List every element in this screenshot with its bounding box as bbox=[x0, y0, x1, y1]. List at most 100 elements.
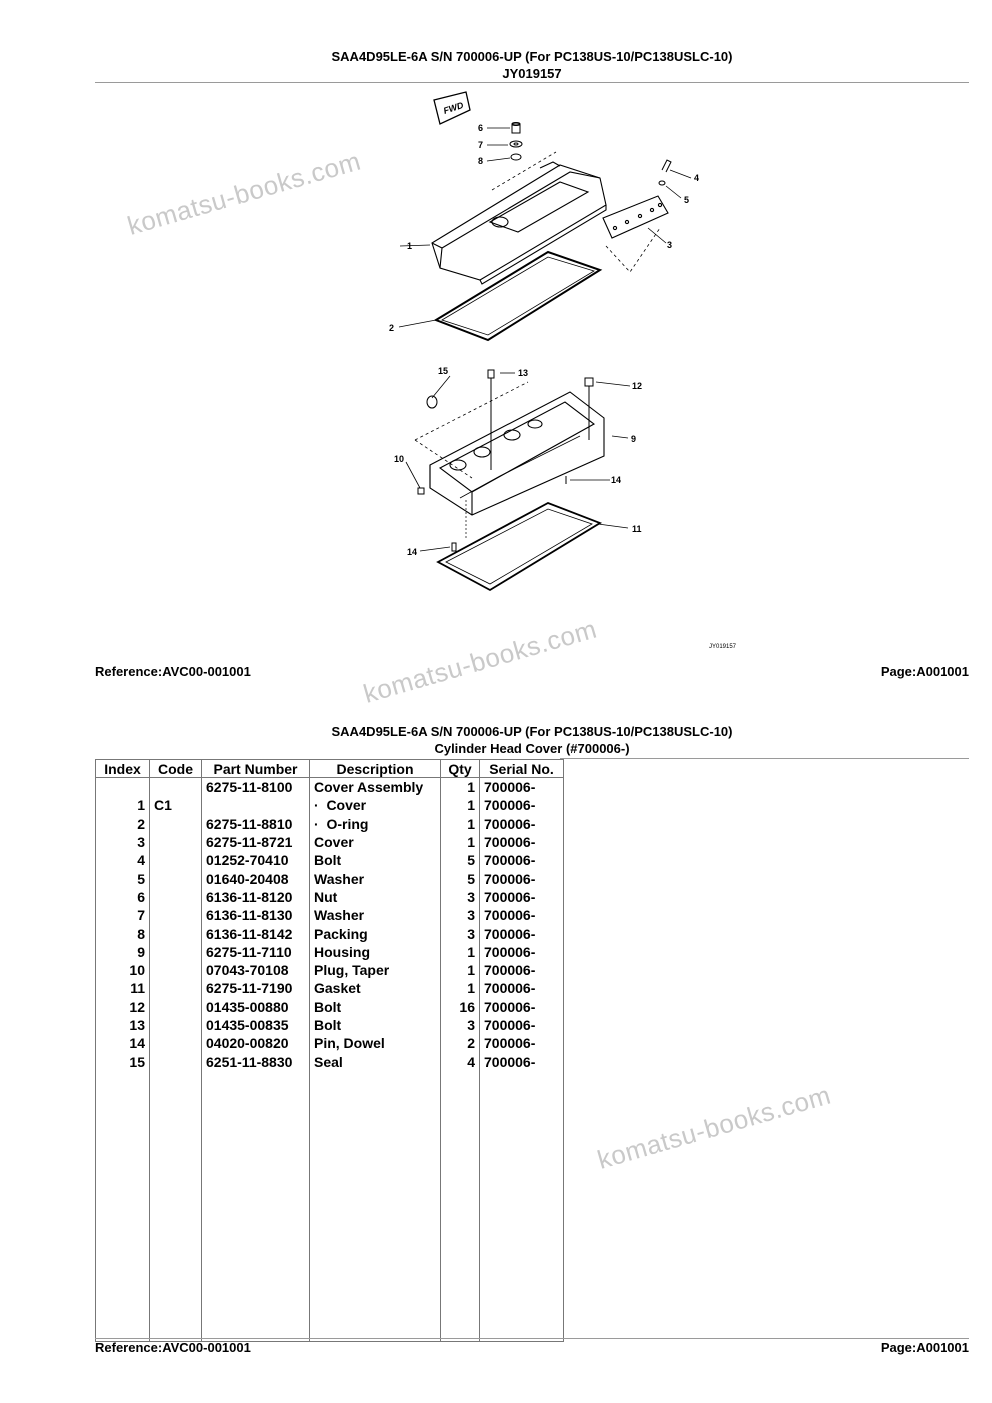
parts-table: Index Code Part Number Description Qty S… bbox=[95, 759, 564, 1342]
cell-serial: 700006- bbox=[479, 832, 564, 852]
cell-part: 6136-11-8130 bbox=[201, 906, 310, 925]
cell-part: 6275-11-8810 bbox=[201, 814, 310, 833]
callout-8: 8 bbox=[478, 156, 483, 166]
cell-index: 4 bbox=[95, 851, 150, 870]
cell-index: 13 bbox=[95, 1015, 150, 1035]
page1-title: SAA4D95LE-6A S/N 700006-UP (For PC138US-… bbox=[331, 49, 733, 64]
cell-serial: 700006- bbox=[479, 960, 564, 980]
cell-qty: 3 bbox=[440, 887, 480, 907]
cell-desc: Gasket bbox=[309, 979, 441, 998]
cell-code bbox=[149, 997, 202, 1016]
cell-qty: 3 bbox=[440, 924, 480, 943]
cell-part bbox=[201, 796, 310, 815]
cell-part: 07043-70108 bbox=[201, 960, 310, 980]
callout-7: 7 bbox=[478, 140, 483, 150]
cell-index: 6 bbox=[95, 887, 150, 907]
cell-part: 6136-11-8120 bbox=[201, 887, 310, 907]
cell-qty: 5 bbox=[440, 851, 480, 870]
table-header-rule bbox=[560, 758, 969, 759]
table-filler-row bbox=[95, 1070, 564, 1342]
cell-part: 01640-20408 bbox=[201, 869, 310, 888]
callout-13: 13 bbox=[518, 368, 528, 378]
callout-5: 5 bbox=[684, 195, 689, 205]
cell-code bbox=[149, 1034, 202, 1053]
cell-desc: Pin, Dowel bbox=[309, 1034, 441, 1053]
cell-index: 9 bbox=[95, 942, 150, 961]
cell-qty: 3 bbox=[440, 1015, 480, 1035]
cell-serial: 700006- bbox=[479, 997, 564, 1016]
header-rule bbox=[95, 82, 969, 83]
cell-desc: · Cover bbox=[309, 796, 441, 815]
cell-code bbox=[149, 887, 202, 907]
cylinder-head-cover bbox=[431, 151, 607, 285]
header-part-number: Part Number bbox=[201, 759, 310, 778]
cell-qty: 16 bbox=[440, 997, 480, 1016]
cell-part: 04020-00820 bbox=[201, 1034, 310, 1053]
cell-qty: 1 bbox=[440, 777, 480, 797]
callout-4: 4 bbox=[694, 173, 699, 183]
cell-desc: Bolt bbox=[309, 997, 441, 1016]
cell-serial: 700006- bbox=[479, 1052, 564, 1071]
cell-desc: Washer bbox=[309, 906, 441, 925]
cell-index: 1 bbox=[95, 796, 150, 815]
cell-desc: Cover bbox=[309, 832, 441, 852]
cell-code: C1 bbox=[149, 796, 202, 815]
callout-11: 11 bbox=[632, 524, 642, 534]
cell-desc: Bolt bbox=[309, 1015, 441, 1035]
cell-desc: Plug, Taper bbox=[309, 960, 441, 980]
cell-serial: 700006- bbox=[479, 1015, 564, 1035]
cell-code bbox=[149, 924, 202, 943]
cell-qty: 1 bbox=[440, 814, 480, 833]
cell-part: 6275-11-8721 bbox=[201, 832, 310, 852]
side-cover-plate bbox=[602, 195, 669, 273]
cell-serial: 700006- bbox=[479, 1034, 564, 1053]
footer-rule bbox=[95, 1338, 969, 1339]
cell-code bbox=[149, 960, 202, 980]
header-code: Code bbox=[149, 759, 202, 778]
cell-qty: 3 bbox=[440, 906, 480, 925]
exploded-parts-diagram: FWD bbox=[389, 91, 737, 650]
callout-3: 3 bbox=[667, 240, 672, 250]
cell-serial: 700006- bbox=[479, 851, 564, 870]
cell-desc: Housing bbox=[309, 942, 441, 961]
cell-index bbox=[95, 777, 150, 797]
cell-code bbox=[149, 814, 202, 833]
cell-qty: 5 bbox=[440, 869, 480, 888]
callout-14a: 14 bbox=[611, 475, 621, 485]
cell-serial: 700006- bbox=[479, 777, 564, 797]
cell-serial: 700006- bbox=[479, 924, 564, 943]
callout-14b: 14 bbox=[407, 547, 417, 557]
page1-reference: Reference:AVC00-001001 bbox=[95, 664, 251, 679]
cell-qty: 1 bbox=[440, 796, 480, 815]
cell-desc: Cover Assembly bbox=[309, 777, 441, 797]
page2-title: SAA4D95LE-6A S/N 700006-UP (For PC138US-… bbox=[331, 724, 733, 739]
cell-serial: 700006- bbox=[479, 796, 564, 815]
callout-12: 12 bbox=[632, 381, 642, 391]
cell-serial: 700006- bbox=[479, 869, 564, 888]
cell-index: 10 bbox=[95, 960, 150, 980]
illustration-id: JY019157 bbox=[502, 66, 562, 81]
page2-page-number: Page:A001001 bbox=[880, 1340, 969, 1355]
cell-part: 6251-11-8830 bbox=[201, 1052, 310, 1071]
cell-code bbox=[149, 906, 202, 925]
cell-part: 6136-11-8142 bbox=[201, 924, 310, 943]
page1-page-number: Page:A001001 bbox=[880, 664, 969, 679]
cell-desc: Packing bbox=[309, 924, 441, 943]
cell-part: 6275-11-8100 bbox=[201, 777, 310, 797]
cell-code bbox=[149, 1052, 202, 1071]
cell-part: 6275-11-7190 bbox=[201, 979, 310, 998]
callout-10: 10 bbox=[394, 454, 404, 464]
cell-qty: 1 bbox=[440, 832, 480, 852]
cell-part: 01252-70410 bbox=[201, 851, 310, 870]
cell-index: 5 bbox=[95, 869, 150, 888]
page2-reference: Reference:AVC00-001001 bbox=[95, 1340, 251, 1355]
